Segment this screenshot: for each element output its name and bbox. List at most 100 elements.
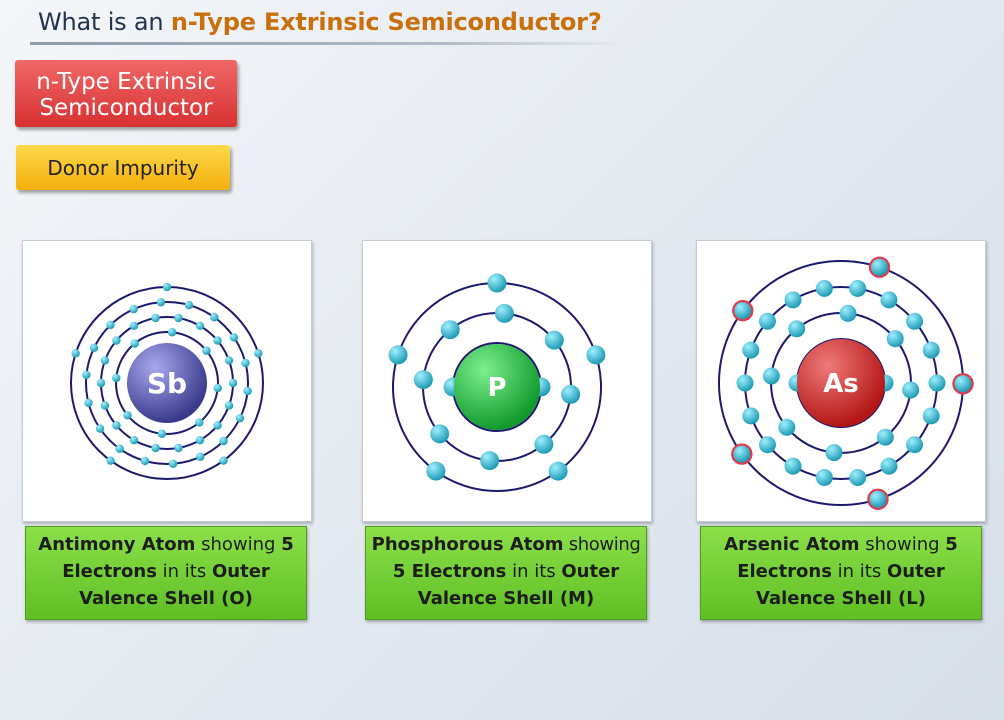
arsenic-atom-diagram: As [718, 256, 974, 510]
electron [157, 429, 167, 438]
valence-electron [869, 490, 887, 508]
electron [784, 457, 802, 475]
electron [129, 435, 139, 445]
caption-text: showing [195, 534, 282, 555]
electron [430, 424, 450, 444]
electron [129, 321, 139, 331]
electron [195, 435, 205, 445]
electron [224, 401, 234, 410]
electron [140, 456, 150, 466]
valence-electron [548, 461, 568, 481]
electron [880, 291, 898, 309]
electron [229, 333, 239, 342]
electron [100, 356, 110, 365]
electron [922, 407, 940, 425]
electron [219, 436, 228, 446]
valence-electron [954, 375, 972, 393]
caption-electrons: 5 Electrons [392, 561, 507, 582]
electron [876, 428, 894, 446]
electron [758, 436, 776, 454]
electron [168, 459, 178, 468]
electron [100, 401, 110, 410]
electron [89, 343, 99, 353]
electron [196, 452, 205, 462]
electron [228, 378, 238, 388]
electron [815, 469, 833, 487]
tag-line-1: n-Type Extrinsic [36, 68, 216, 95]
caption-shell: Valence Shell (L) [756, 588, 926, 609]
electron [880, 457, 898, 475]
caption-atom-name: Antimony Atom [38, 534, 196, 555]
caption-atom-name: Arsenic Atom [724, 534, 860, 555]
antimony-caption: Antimony Atom showing 5 Electrons in its… [25, 526, 307, 620]
electron [202, 346, 211, 355]
electron [742, 341, 760, 359]
electron [224, 356, 234, 365]
electron [815, 279, 833, 297]
electron [184, 300, 194, 310]
electron [928, 374, 946, 392]
valence-electron [106, 456, 115, 465]
electron [413, 370, 433, 390]
electron [788, 320, 806, 338]
valence-electron [219, 456, 228, 465]
caption-electrons: Electrons [737, 561, 832, 582]
electron [736, 374, 754, 392]
electron [742, 407, 760, 425]
caption-electrons: Electrons [62, 561, 157, 582]
electron [151, 313, 160, 323]
caption-count: 5 [281, 534, 294, 555]
valence-electron [388, 345, 408, 365]
electron [115, 444, 124, 453]
nucleus-symbol: P [487, 373, 506, 403]
arsenic-atom-card: As [696, 240, 986, 522]
caption-text: in its [831, 561, 887, 582]
electron [130, 339, 139, 348]
arsenic-caption: Arsenic Atom showing 5 Electrons in its … [700, 526, 982, 620]
electron [112, 336, 121, 345]
caption-outer: Outer [211, 561, 270, 582]
electron [906, 312, 924, 330]
electron [82, 370, 91, 380]
electron [241, 358, 250, 368]
electron [849, 279, 867, 297]
electron [174, 443, 183, 453]
electron [95, 424, 105, 433]
electron [494, 303, 514, 323]
electron [84, 398, 93, 408]
electron [902, 381, 920, 399]
caption-count: 5 [945, 534, 958, 555]
electron [210, 313, 219, 322]
phosphorous-caption: Phosphorous Atom showing 5 Electrons in … [365, 526, 647, 620]
valence-electron [254, 349, 263, 358]
antimony-atom-diagram: Sb [70, 282, 264, 480]
title-highlight: n-Type Extrinsic Semiconductor? [170, 8, 602, 36]
caption-atom-name: Phosphorous Atom [371, 534, 564, 555]
electron [778, 418, 796, 436]
electron [112, 373, 121, 383]
caption-outer: Outer [886, 561, 945, 582]
title-underline [30, 42, 628, 45]
tag-line-2: Semiconductor [39, 94, 213, 121]
electron [839, 304, 857, 322]
valence-electron [487, 273, 507, 293]
electron [235, 413, 245, 423]
electron [156, 298, 166, 307]
nucleus [454, 344, 540, 430]
electron [243, 386, 252, 396]
valence-electron [870, 258, 888, 276]
electron [112, 421, 121, 430]
caption-text: in its [506, 561, 562, 582]
orbit-ring [85, 301, 249, 465]
valence-electron [586, 345, 606, 365]
page-title: What is an n-Type Extrinsic Semiconducto… [38, 8, 602, 36]
electron [758, 312, 776, 330]
donor-impurity-tag: Donor Impurity [16, 145, 230, 190]
electron [195, 321, 205, 331]
electron [213, 336, 222, 345]
electron [762, 367, 780, 385]
nucleus [797, 339, 885, 427]
electron [213, 383, 222, 393]
phosphorous-atom-card: P [362, 240, 652, 522]
electron [96, 378, 106, 388]
